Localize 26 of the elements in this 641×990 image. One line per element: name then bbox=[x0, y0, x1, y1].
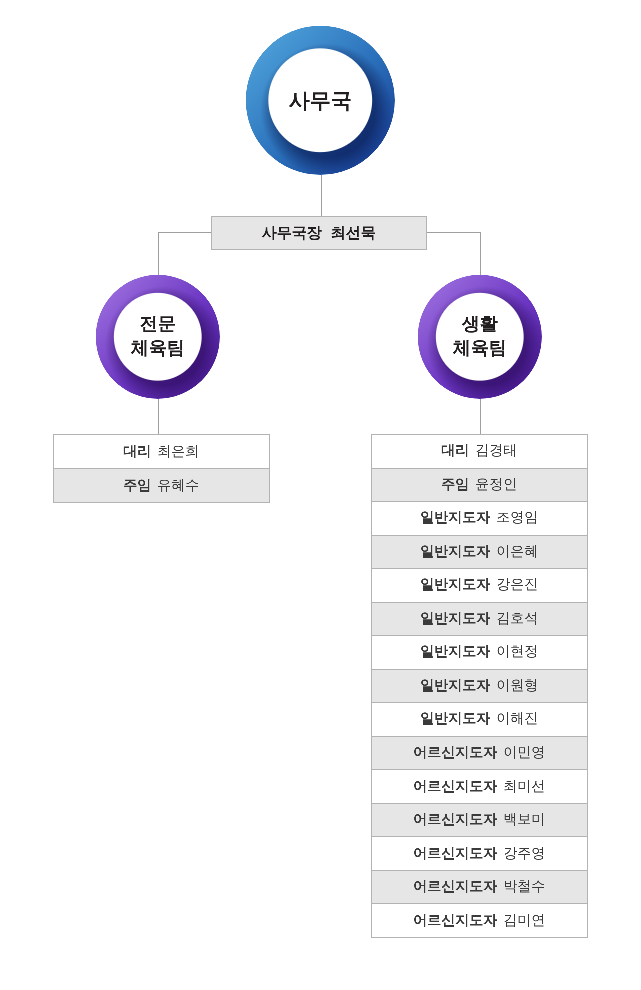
table-row: 일반지도자 이현정 bbox=[371, 635, 588, 670]
ring-circle: 사무국 bbox=[246, 26, 395, 175]
table-row: 어르신지도자 백보미 bbox=[371, 802, 588, 838]
connector-line bbox=[427, 232, 481, 276]
table-row: 일반지도자 이원형 bbox=[371, 668, 588, 704]
ring-circle: 전문 체육팀 bbox=[96, 275, 220, 399]
table-row: 어르신지도자 박철수 bbox=[371, 870, 588, 904]
table-row: 일반지도자 이해진 bbox=[371, 702, 588, 737]
header-box: 사무국장 최선묵 bbox=[211, 216, 427, 250]
table-row: 어르신지도자 김미연 bbox=[371, 903, 588, 938]
connector-line bbox=[480, 398, 481, 434]
table-row: 어르신지도자 강주영 bbox=[371, 836, 588, 871]
table-row: 일반지도자 강은진 bbox=[371, 568, 588, 603]
table-row: 어르신지도자 최미선 bbox=[371, 769, 588, 804]
ring-circle: 생활 체육팀 bbox=[418, 275, 542, 399]
table-row: 대리 최은희 bbox=[53, 434, 270, 469]
table-row: 일반지도자 김호석 bbox=[371, 602, 588, 636]
connector-line bbox=[321, 174, 322, 216]
connector-line bbox=[158, 232, 212, 276]
connector-line bbox=[158, 398, 159, 434]
table-row: 어르신지도자 이민영 bbox=[371, 736, 588, 770]
table-row: 일반지도자 조영임 bbox=[371, 501, 588, 536]
table-row: 일반지도자 이은혜 bbox=[371, 534, 588, 570]
table-row: 대리 김경태 bbox=[371, 434, 588, 469]
table-row: 주임 윤정인 bbox=[371, 468, 588, 502]
table-row: 주임 유혜수 bbox=[53, 468, 270, 503]
